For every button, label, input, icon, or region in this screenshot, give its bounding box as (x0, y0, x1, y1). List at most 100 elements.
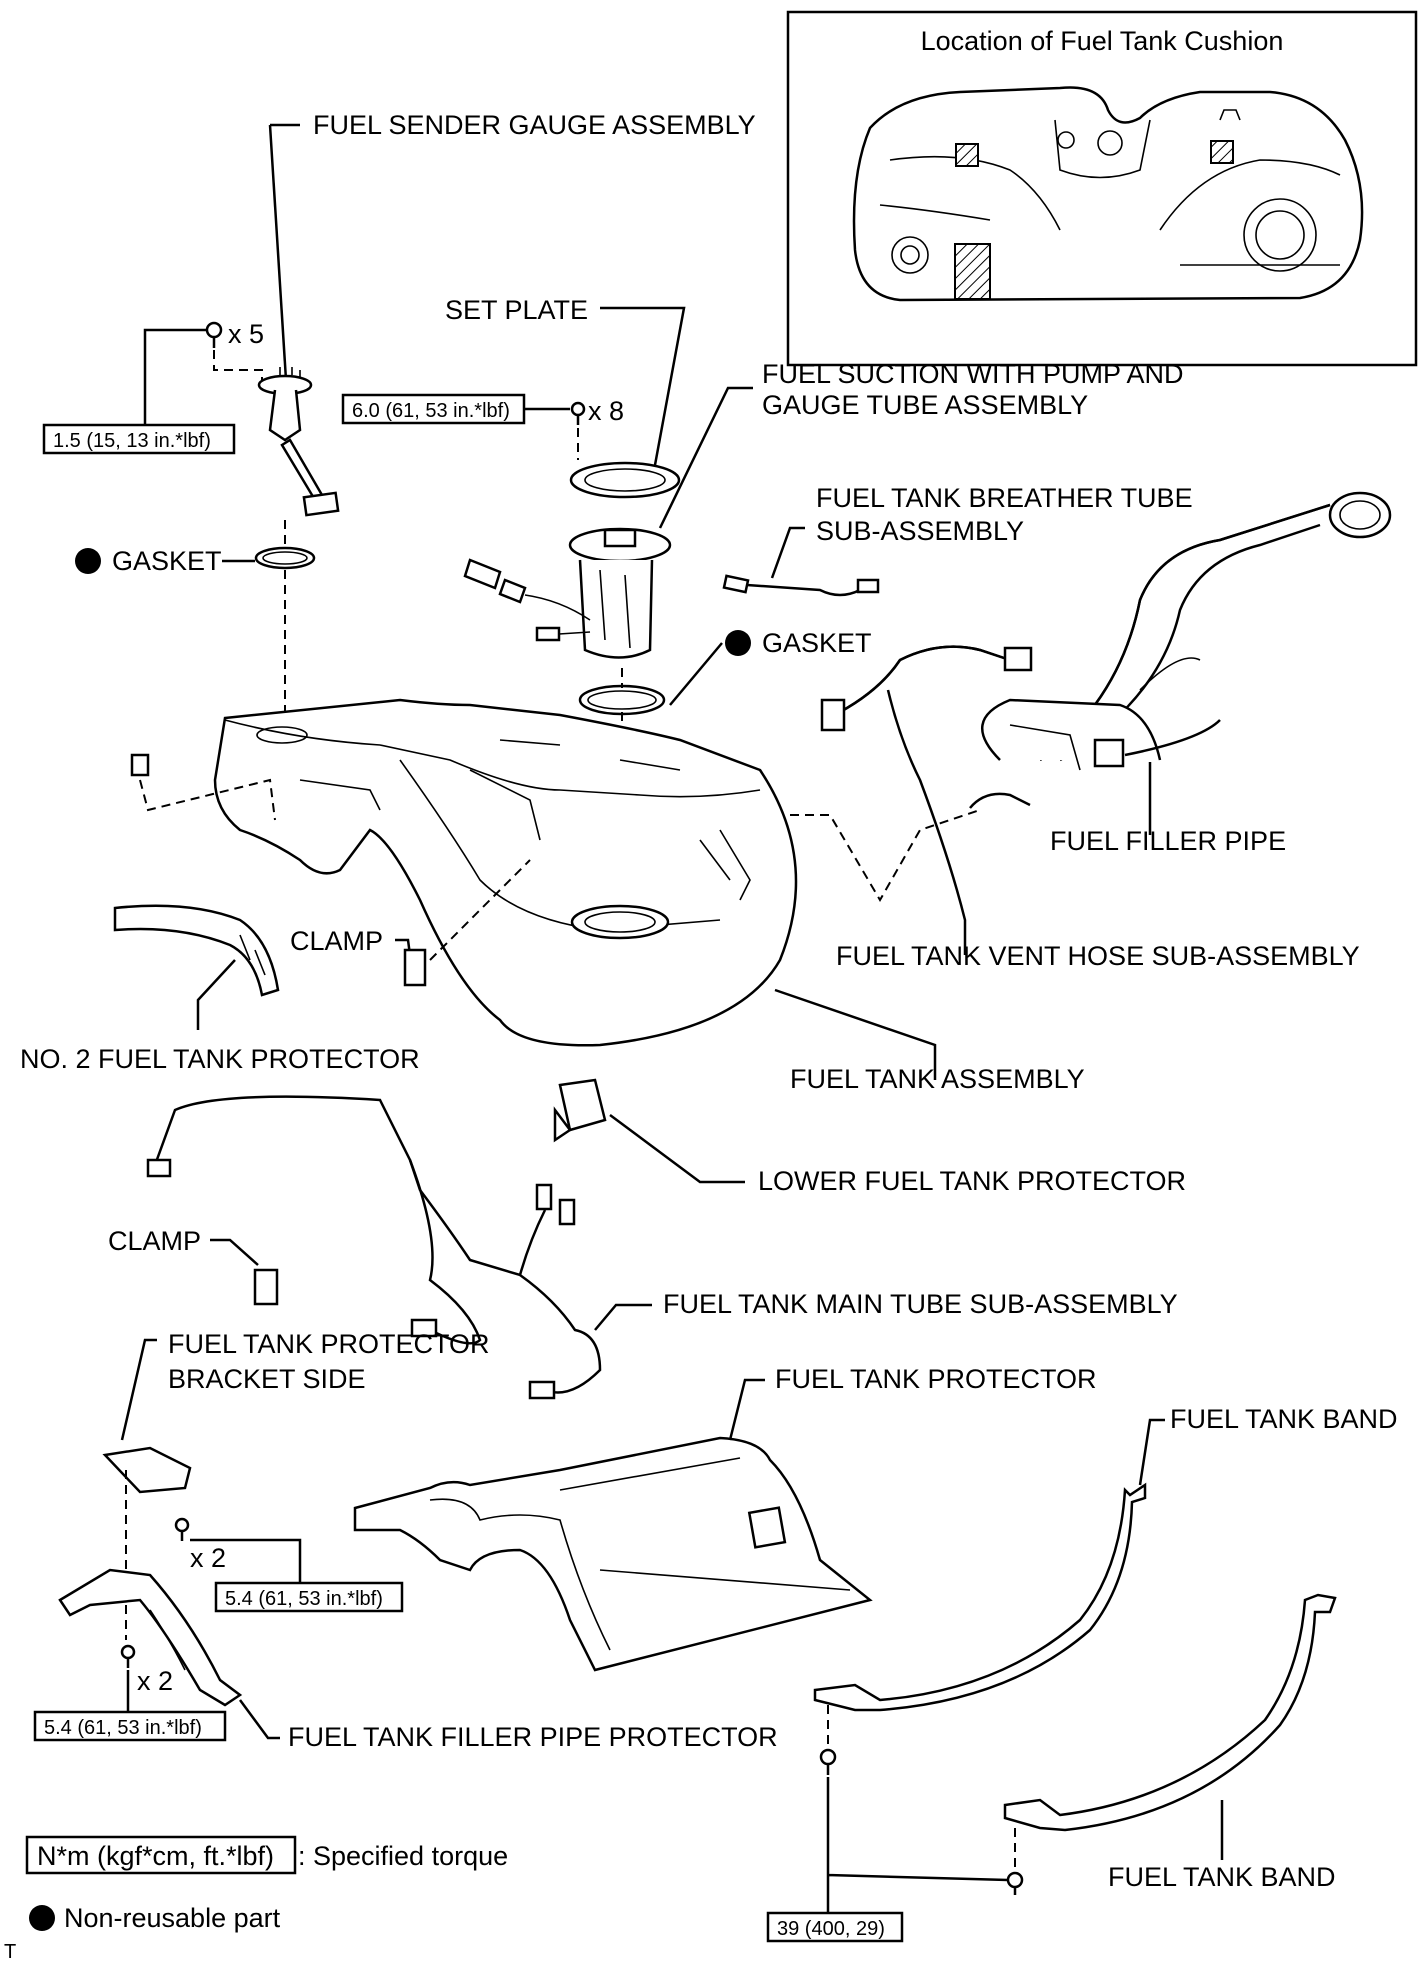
qty-sender-bolts: x 5 (228, 319, 264, 349)
qty-filler-bolts: x 2 (137, 1666, 173, 1696)
fuel-filler-pipe-group: FUEL FILLER PIPE (981, 491, 1392, 856)
set-plate-part (569, 461, 681, 499)
fuel-tank-band-lower-group: FUEL TANK BAND (1003, 1593, 1337, 1892)
label-fuel-tank-protector: FUEL TANK PROTECTOR (775, 1364, 1097, 1394)
inset-cushion-1 (955, 143, 979, 167)
label-no2-protector: NO. 2 FUEL TANK PROTECTOR (20, 1044, 420, 1074)
torque-band: 39 (400, 29) (777, 1918, 885, 1940)
tank-clip-left (130, 753, 276, 821)
legend-torque-box (25, 1835, 297, 1875)
nonreusable-marker-gasket-left (75, 548, 101, 574)
torque-box-band (766, 1911, 904, 1943)
vent-hose-end (1003, 646, 1033, 672)
torque-plate: 6.0 (61, 53 in.*lbf) (352, 400, 510, 422)
inset-title: Location of Fuel Tank Cushion (921, 26, 1284, 56)
corner-mark: T (4, 1941, 16, 1963)
main-tube-conn-2 (410, 1318, 438, 1338)
fuel-tank-assembly-group: FUEL TANK ASSEMBLY (213, 698, 1085, 1094)
clamp-upper-part (403, 948, 427, 987)
breather-tube-part (722, 574, 880, 597)
fuel-tank-band-upper-part (813, 1482, 1147, 1712)
filler-pipe-protector-part (58, 1568, 243, 1707)
vent-hose-group: FUEL TANK VENT HOSE SUB-ASSEMBLY (745, 645, 1360, 971)
clamp-lower-group: CLAMP (108, 1226, 279, 1306)
label-fuel-sender-gauge: FUEL SENDER GAUGE ASSEMBLY (313, 110, 756, 140)
main-tube-conn-1 (146, 1158, 172, 1178)
fuel-sender-gauge-group: FUEL SENDER GAUGE ASSEMBLY x 5 1.5 (15, … (42, 110, 756, 725)
label-filler-pipe-protector: FUEL TANK FILLER PIPE PROTECTOR (288, 1722, 778, 1752)
inset-panel: Location of Fuel Tank Cushion (786, 10, 1418, 367)
fuel-sender-gauge-part (257, 367, 340, 517)
filler-neck (1328, 491, 1392, 539)
legend-nonreusable-marker (29, 1905, 55, 1931)
torque-sender: 1.5 (15, 13 in.*lbf) (53, 430, 211, 452)
label-fuel-filler-pipe: FUEL FILLER PIPE (1050, 826, 1286, 856)
label-bracket-side-2: BRACKET SIDE (168, 1364, 366, 1394)
plate-bolt (570, 401, 586, 425)
qty-bracket-bolts: x 2 (190, 1543, 226, 1573)
band-bolt-1 (819, 1748, 837, 1775)
filler-pipe-protector-group: x 2 5.4 (61, 53 in.*lbf) FUEL TANK FILLE… (33, 1568, 778, 1752)
band-bolt-2 (1006, 1871, 1024, 1895)
fuel-tank-body (213, 698, 798, 1047)
fuel-suction-group: FUEL SUCTION WITH PUMP AND GAUGE TUBE AS… (463, 359, 1184, 659)
fuel-suction-pump-part (463, 527, 672, 659)
inset-cushion-3 (954, 243, 991, 300)
label-fuel-suction-2: GAUGE TUBE ASSEMBLY (762, 390, 1088, 420)
label-bracket-side-1: FUEL TANK PROTECTOR (168, 1329, 490, 1359)
label-fuel-tank-band-upper: FUEL TANK BAND (1170, 1404, 1398, 1434)
gasket-right-group: GASKET (578, 628, 872, 925)
label-vent-hose: FUEL TANK VENT HOSE SUB-ASSEMBLY (836, 941, 1360, 971)
clamp-upper-group: CLAMP (290, 859, 531, 987)
clamp-lower-part (253, 1268, 279, 1306)
label-set-plate: SET PLATE (445, 295, 588, 325)
lower-protector-group: LOWER FUEL TANK PROTECTOR (553, 1078, 1186, 1196)
set-plate-group: SET PLATE 6.0 (61, 53 in.*lbf) x 8 (341, 295, 686, 499)
nonreusable-marker-gasket-right (725, 630, 751, 656)
filler-bolt (120, 1644, 136, 1668)
fuel-tank-protector-group: FUEL TANK PROTECTOR (353, 1364, 1097, 1672)
label-breather-1: FUEL TANK BREATHER TUBE (816, 483, 1193, 513)
main-tube-conn-4 (535, 1183, 553, 1211)
fuel-tank-band-upper-group: FUEL TANK BAND (813, 1404, 1398, 1712)
label-fuel-suction-1: FUEL SUCTION WITH PUMP AND (762, 359, 1184, 389)
legend-torque-text: : Specified torque (298, 1841, 508, 1871)
legend-torque-units: N*m (kgf*cm, ft.*lbf) (37, 1841, 274, 1871)
label-lower-protector: LOWER FUEL TANK PROTECTOR (758, 1166, 1186, 1196)
main-tube-conn-3 (528, 1380, 556, 1400)
torque-box-sender (42, 423, 236, 455)
label-clamp-upper: CLAMP (290, 926, 383, 956)
no2-protector-group: NO. 2 FUEL TANK PROTECTOR (20, 904, 420, 1074)
bracket-bolt (174, 1517, 190, 1541)
torque-box-bracket (214, 1581, 404, 1613)
label-main-tube: FUEL TANK MAIN TUBE SUB-ASSEMBLY (663, 1289, 1178, 1319)
fuel-tank-protector-part (353, 1436, 873, 1672)
qty-plate-bolts: x 8 (588, 396, 624, 426)
inset-cushion-2 (1210, 140, 1234, 164)
label-gasket-right: GASKET (762, 628, 872, 658)
gasket-left-part (254, 546, 316, 570)
bracket-side-part (102, 1446, 192, 1494)
torque-filler: 5.4 (61, 53 in.*lbf) (44, 1717, 202, 1739)
breather-tube-group: FUEL TANK BREATHER TUBE SUB-ASSEMBLY (722, 483, 1193, 597)
bracket-side-group: FUEL TANK PROTECTOR BRACKET SIDE x 2 5.4… (102, 1329, 490, 1640)
label-gasket-left: GASKET (112, 546, 222, 576)
inset-tank-outline (852, 86, 1364, 302)
fuel-tank-band-lower-part (1003, 1593, 1337, 1832)
main-tube-group: FUEL TANK MAIN TUBE SUB-ASSEMBLY (146, 1095, 1178, 1400)
band-bolts-group: 39 (400, 29) (766, 1705, 1024, 1943)
sender-bolt (205, 321, 223, 348)
vent-hose-connector (820, 698, 846, 732)
legend-nonreusable-text: Non-reusable part (64, 1903, 281, 1933)
label-breather-2: SUB-ASSEMBLY (816, 516, 1024, 546)
torque-box-plate (341, 393, 526, 425)
torque-box-filler (33, 1710, 227, 1742)
legend: N*m (kgf*cm, ft.*lbf) : Specified torque… (25, 1835, 508, 1933)
label-clamp-lower: CLAMP (108, 1226, 201, 1256)
label-fuel-tank-band-lower: FUEL TANK BAND (1108, 1862, 1336, 1892)
main-tube-conn-5 (558, 1198, 576, 1226)
no2-protector-part (113, 904, 280, 997)
label-fuel-tank-assembly: FUEL TANK ASSEMBLY (790, 1064, 1085, 1094)
torque-bracket: 5.4 (61, 53 in.*lbf) (225, 1588, 383, 1610)
